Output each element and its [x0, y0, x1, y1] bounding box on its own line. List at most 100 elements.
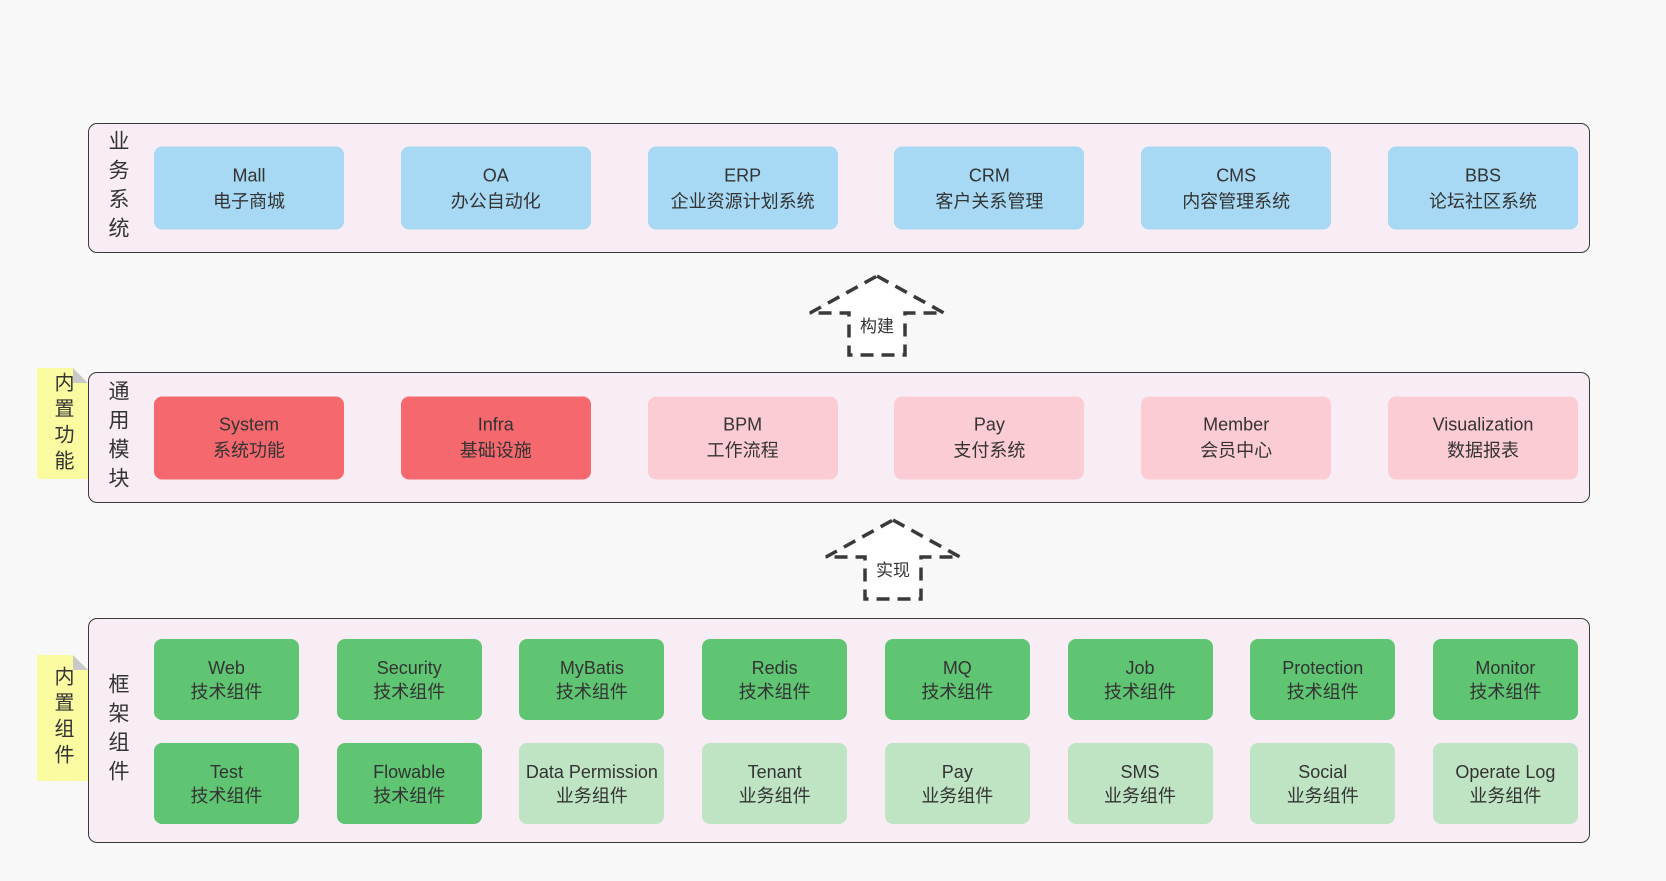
- business-systems-label: 业务系统: [106, 130, 129, 246]
- box-mq: MQ 技术组件: [884, 639, 1030, 720]
- box-redis: Redis 技术组件: [702, 639, 848, 720]
- folded-corner-icon: [73, 368, 88, 383]
- box-title: Mall: [232, 165, 266, 185]
- box-oa: OA 办公自动化: [400, 146, 591, 230]
- box-security: Security 技术组件: [336, 639, 482, 720]
- box-subtitle: 办公自动化: [450, 191, 541, 211]
- box-subtitle: 技术组件: [555, 681, 628, 702]
- box-subtitle: 技术组件: [373, 785, 446, 806]
- box-subtitle: 技术组件: [1286, 681, 1359, 702]
- box-web: Web 技术组件: [154, 639, 299, 720]
- box-title: System: [218, 414, 279, 435]
- box-title: Operate Log: [1455, 761, 1556, 782]
- built-in-features-note-label: 内置功能: [51, 371, 73, 476]
- box-title: Member: [1203, 414, 1270, 435]
- box-subtitle: 技术组件: [190, 785, 263, 806]
- built-in-components-note: 内置组件: [37, 655, 88, 781]
- box-subtitle: 会员中心: [1200, 440, 1273, 461]
- box-mall: Mall 电子商城: [154, 146, 344, 230]
- box-title: MQ: [942, 657, 972, 678]
- box-infra: Infra 基础设施: [400, 396, 591, 479]
- framework-components-row2: Test 技术组件 Flowable 技术组件 Data Permission …: [154, 743, 1578, 824]
- common-modules-row: System 系统功能 Infra 基础设施 BPM 工作流程 Pay 支付系统…: [154, 396, 1578, 479]
- box-title: MyBatis: [559, 657, 624, 678]
- box-crm: CRM 客户关系管理: [894, 146, 1085, 230]
- box-operate-log: Operate Log 业务组件: [1432, 743, 1578, 824]
- box-subtitle: 技术组件: [190, 681, 263, 702]
- box-title: BBS: [1464, 165, 1501, 185]
- box-title: CMS: [1216, 165, 1257, 185]
- box-subtitle: 技术组件: [1104, 681, 1177, 702]
- box-erp: ERP 企业资源计划系统: [647, 146, 838, 230]
- common-modules-layer: 通用模块 System 系统功能 Infra 基础设施 BPM 工作流程 Pay…: [88, 372, 1590, 503]
- box-title: Infra: [477, 414, 514, 435]
- box-subtitle: 业务组件: [921, 785, 994, 806]
- business-systems-layer: 业务系统 Mall 电子商城 OA 办公自动化 ERP 企业资源计划系统 CRM…: [88, 123, 1590, 253]
- box-bbs: BBS 论坛社区系统: [1387, 146, 1578, 230]
- box-title: Redis: [751, 657, 798, 678]
- box-title: Monitor: [1475, 657, 1536, 678]
- box-cms: CMS 内容管理系统: [1141, 146, 1332, 230]
- box-subtitle: 客户关系管理: [935, 191, 1044, 211]
- box-title: SMS: [1120, 761, 1160, 782]
- box-monitor: Monitor 技术组件: [1432, 639, 1578, 720]
- box-title: Protection: [1282, 657, 1364, 678]
- box-title: Pay: [973, 414, 1005, 435]
- folded-corner-icon: [73, 655, 88, 670]
- box-title: Tenant: [747, 761, 802, 782]
- box-subtitle: 系统功能: [213, 440, 285, 461]
- built-in-components-note-label: 内置组件: [51, 666, 73, 770]
- box-title: Pay: [941, 761, 973, 782]
- box-title: Visualization: [1432, 414, 1534, 435]
- box-social: Social 业务组件: [1250, 743, 1396, 824]
- box-subtitle: 工作流程: [706, 440, 779, 461]
- box-pay-component: Pay 业务组件: [884, 743, 1030, 824]
- box-title: ERP: [724, 165, 762, 185]
- box-subtitle: 业务组件: [1469, 785, 1542, 806]
- common-modules-label: 通用模块: [106, 379, 129, 496]
- box-job: Job 技术组件: [1067, 639, 1213, 720]
- box-title: Job: [1125, 657, 1155, 678]
- box-title: OA: [482, 165, 509, 185]
- box-system: System 系统功能: [154, 396, 344, 479]
- box-title: Test: [209, 761, 243, 782]
- box-subtitle: 业务组件: [1286, 785, 1359, 806]
- box-title: Data Permission: [525, 761, 658, 782]
- box-subtitle: 业务组件: [738, 785, 811, 806]
- box-subtitle: 技术组件: [373, 681, 446, 702]
- box-subtitle: 电子商城: [213, 191, 285, 211]
- box-subtitle: 论坛社区系统: [1428, 191, 1537, 211]
- framework-components-label: 框架组件: [106, 672, 129, 789]
- box-subtitle: 内容管理系统: [1182, 191, 1291, 211]
- box-subtitle: 企业资源计划系统: [670, 191, 815, 211]
- implement-arrow-label: 实现: [873, 555, 913, 582]
- build-arrow-label: 构建: [857, 311, 897, 338]
- box-test: Test 技术组件: [154, 743, 299, 824]
- box-data-permission: Data Permission 业务组件: [519, 743, 665, 824]
- box-subtitle: 技术组件: [1469, 681, 1542, 702]
- box-protection: Protection 技术组件: [1250, 639, 1396, 720]
- business-systems-row: Mall 电子商城 OA 办公自动化 ERP 企业资源计划系统 CRM 客户关系…: [154, 146, 1578, 230]
- framework-components-layer: 框架组件 Web 技术组件 Security 技术组件 MyBatis 技术组件…: [88, 618, 1590, 843]
- box-subtitle: 技术组件: [738, 681, 811, 702]
- box-subtitle: 支付系统: [953, 440, 1026, 461]
- box-title: CRM: [968, 165, 1010, 185]
- box-subtitle: 数据报表: [1446, 440, 1519, 461]
- box-title: Social: [1298, 761, 1348, 782]
- box-subtitle: 业务组件: [555, 785, 628, 806]
- box-mybatis: MyBatis 技术组件: [519, 639, 665, 720]
- build-arrow: 构建: [808, 274, 946, 358]
- box-subtitle: 基础设施: [459, 440, 532, 461]
- box-title: BPM: [723, 414, 763, 435]
- box-member: Member 会员中心: [1141, 396, 1332, 479]
- box-title: Security: [376, 657, 442, 678]
- box-pay-module: Pay 支付系统: [894, 396, 1085, 479]
- box-subtitle: 业务组件: [1104, 785, 1177, 806]
- box-bpm: BPM 工作流程: [647, 396, 838, 479]
- box-subtitle: 技术组件: [921, 681, 994, 702]
- built-in-features-note: 内置功能: [37, 368, 88, 479]
- box-tenant: Tenant 业务组件: [702, 743, 848, 824]
- box-title: Web: [208, 657, 245, 678]
- box-visualization: Visualization 数据报表: [1387, 396, 1578, 479]
